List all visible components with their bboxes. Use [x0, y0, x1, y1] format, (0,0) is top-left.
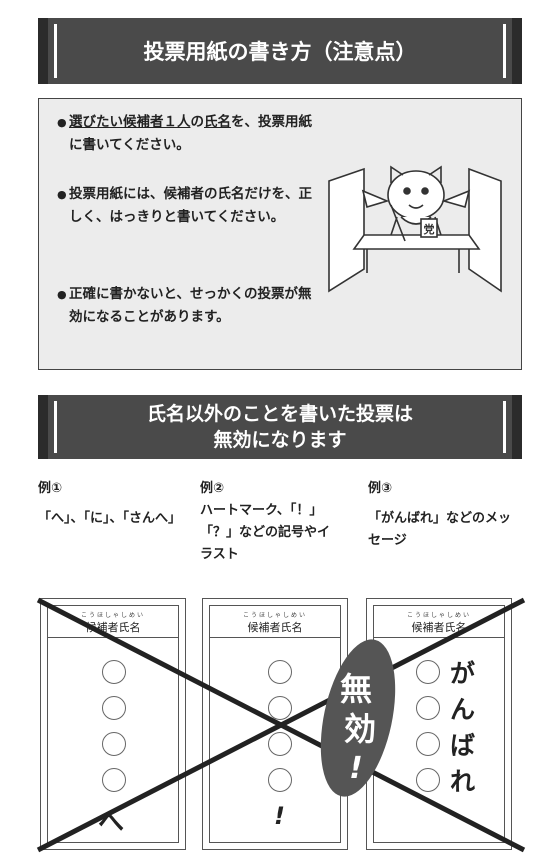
mark-circle: [268, 660, 292, 684]
invalid-stamp: [320, 639, 396, 797]
written-char: れ: [450, 767, 476, 796]
ballot-ruby: こうほしゃしめい: [80, 612, 145, 619]
ballot-header: こうほしゃしめい 候補者氏名: [374, 610, 504, 638]
mark-circle: [416, 732, 440, 756]
invalid-stamp-char1: 無: [340, 670, 372, 708]
example-heading: 例③: [368, 481, 393, 496]
note-emphasis: 選びたい候補者１人: [69, 114, 191, 130]
section-title: 投票用紙の書き方（注意点）: [143, 40, 417, 64]
example-3: 例③ 「がんばれ」などのメッセージ: [368, 478, 518, 552]
invalid-votes-title-line1: 氏名以外のことを書いた投票は: [146, 403, 413, 425]
mark-circle: [416, 696, 440, 720]
mark-circle: [416, 660, 440, 684]
example-text: ハートマーク、「！」「？」などの記号やイラスト: [200, 503, 331, 562]
example-heading: 例①: [38, 481, 63, 496]
example-1: 例① 「へ」、「に」、「さんへ」: [38, 478, 182, 530]
ballot-ruby: こうほしゃしめい: [406, 612, 471, 619]
note-item-1: 選びたい候補者１人の氏名を、投票用紙に書いてください。: [57, 111, 314, 157]
mark-circle: [102, 696, 126, 720]
note-text: を、投票用紙に書いてください。: [69, 114, 312, 153]
ballot-title: 候補者氏名: [247, 621, 303, 634]
ballot-header: こうほしゃしめい 候補者氏名: [210, 610, 340, 638]
ballot-ruby: こうほしゃしめい: [242, 612, 307, 619]
example-2: 例② ハートマーク、「！」「？」などの記号やイラスト: [200, 478, 340, 566]
mark-circle: [268, 732, 292, 756]
mark-circle: [416, 768, 440, 792]
note-item-2: 投票用紙には、候補者の氏名だけを、正しく、はっきりと書いてください。: [57, 183, 314, 229]
ballot-title: 候補者氏名: [411, 621, 467, 634]
notes-box: 選びたい候補者１人の氏名を、投票用紙に書いてください。 投票用紙には、候補者の氏…: [38, 98, 522, 370]
invalid-stamp-char2: 効: [344, 710, 376, 748]
example-heading: 例②: [200, 481, 225, 496]
written-char: が: [450, 659, 476, 688]
mark-circle: [102, 732, 126, 756]
party-badge-text: 党: [424, 222, 435, 236]
mark-circle: [102, 660, 126, 684]
example-text: 「がんばれ」などのメッセージ: [368, 511, 512, 548]
invalid-votes-title-bar: 氏名以外のことを書いた投票は 無効になります: [38, 395, 522, 459]
mark-circle: [268, 696, 292, 720]
note-item-3: 正確に書かないと、せっかくの投票が無効になることがあります。: [57, 283, 314, 329]
example-text: 「へ」、「に」、「さんへ」: [38, 511, 182, 526]
note-text: の: [190, 114, 205, 130]
invalid-stamp-excl: !: [349, 751, 363, 786]
mark-circle: [102, 768, 126, 792]
written-char: ば: [450, 731, 476, 760]
mark-circle: [268, 768, 292, 792]
cross-line: [36, 597, 526, 853]
section-title-bar: 投票用紙の書き方（注意点）: [38, 18, 522, 84]
voting-booth-illustration: 党: [328, 165, 502, 293]
invalid-votes-title-line2: 無効になります: [213, 429, 347, 451]
note-emphasis: 氏名: [204, 114, 231, 130]
written-char: ん: [450, 695, 476, 724]
written-mark: !: [274, 802, 285, 830]
